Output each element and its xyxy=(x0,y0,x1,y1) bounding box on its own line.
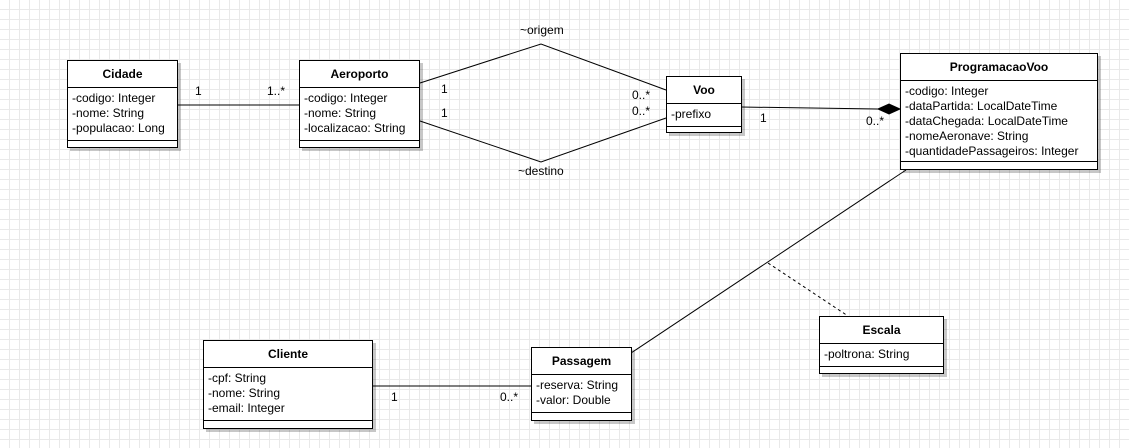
multiplicity-label: 0..* xyxy=(632,104,651,118)
class-cidade-name: Cidade xyxy=(68,61,177,88)
attribute: -localizacao: String xyxy=(304,121,406,135)
attribute: -populacao: Long xyxy=(72,121,165,135)
class-aeroporto[interactable]: Aeroporto -codigo: Integer -nome: String… xyxy=(299,60,420,148)
association-origem[interactable] xyxy=(419,43,667,91)
attribute: -poltrona: String xyxy=(824,347,910,361)
class-escala-name: Escala xyxy=(820,317,943,344)
multiplicity-label: 1 xyxy=(441,82,448,96)
class-programacao-voo-attributes: -codigo: Integer -dataPartida: LocalDate… xyxy=(901,81,1097,162)
class-programacao-voo[interactable]: ProgramacaoVoo -codigo: Integer -dataPar… xyxy=(900,53,1098,170)
class-voo[interactable]: Voo -prefixo xyxy=(666,76,742,133)
role-label: ~origem xyxy=(520,23,564,37)
attribute: -prefixo xyxy=(671,107,712,121)
class-escala-attributes: -poltrona: String xyxy=(820,344,943,367)
attribute: -quantidadePassageiros: Integer xyxy=(905,144,1079,158)
class-aeroporto-name: Aeroporto xyxy=(300,61,419,88)
multiplicity-label: 1..* xyxy=(267,84,286,98)
class-voo-name: Voo xyxy=(667,77,741,104)
attribute: -nome: String xyxy=(208,386,281,400)
class-cidade[interactable]: Cidade -codigo: Integer -nome: String -p… xyxy=(67,60,178,148)
attribute: -nomeAeronave: String xyxy=(905,129,1029,143)
class-cliente-attributes: -cpf: String -nome: String -email: Integ… xyxy=(204,368,372,421)
composition-diamond-icon xyxy=(876,103,902,115)
attribute: -codigo: Integer xyxy=(304,91,388,105)
attribute: -cpf: String xyxy=(208,371,267,385)
class-voo-attributes: -prefixo xyxy=(667,104,741,127)
class-cliente[interactable]: Cliente -cpf: String -nome: String -emai… xyxy=(203,340,373,429)
class-aeroporto-attributes: -codigo: Integer -nome: String -localiza… xyxy=(300,88,419,141)
attribute: -nome: String xyxy=(72,106,145,120)
attribute: -valor: Double xyxy=(536,393,611,407)
attribute: -email: Integer xyxy=(208,401,285,415)
attribute: -codigo: Integer xyxy=(72,91,156,105)
role-label: ~destino xyxy=(518,164,564,178)
class-cidade-attributes: -codigo: Integer -nome: String -populaca… xyxy=(68,88,177,141)
attribute: -nome: String xyxy=(304,106,377,120)
class-programacao-voo-name: ProgramacaoVoo xyxy=(901,54,1097,81)
attribute: -reserva: String xyxy=(536,378,619,392)
attribute: -dataChegada: LocalDateTime xyxy=(905,114,1068,128)
multiplicity-label: 1 xyxy=(760,111,767,125)
association-destino[interactable] xyxy=(419,117,667,163)
attribute: -codigo: Integer xyxy=(905,84,989,98)
association-programacao-passagem[interactable] xyxy=(630,169,907,354)
multiplicity-label: 0..* xyxy=(632,88,651,102)
multiplicity-label: 0..* xyxy=(866,114,885,128)
class-passagem-name: Passagem xyxy=(532,348,631,375)
class-escala[interactable]: Escala -poltrona: String xyxy=(819,316,944,374)
attribute: -dataPartida: LocalDateTime xyxy=(905,99,1058,113)
multiplicity-label: 1 xyxy=(195,84,202,98)
composition-voo-programacao[interactable] xyxy=(740,106,879,110)
multiplicity-label: 1 xyxy=(391,390,398,404)
class-passagem-attributes: -reserva: String -valor: Double xyxy=(532,375,631,413)
association-class-link-escala[interactable] xyxy=(767,262,849,317)
multiplicity-label: 0..* xyxy=(500,390,519,404)
class-cliente-name: Cliente xyxy=(204,341,372,368)
multiplicity-label: 1 xyxy=(441,106,448,120)
class-passagem[interactable]: Passagem -reserva: String -valor: Double xyxy=(531,347,632,421)
